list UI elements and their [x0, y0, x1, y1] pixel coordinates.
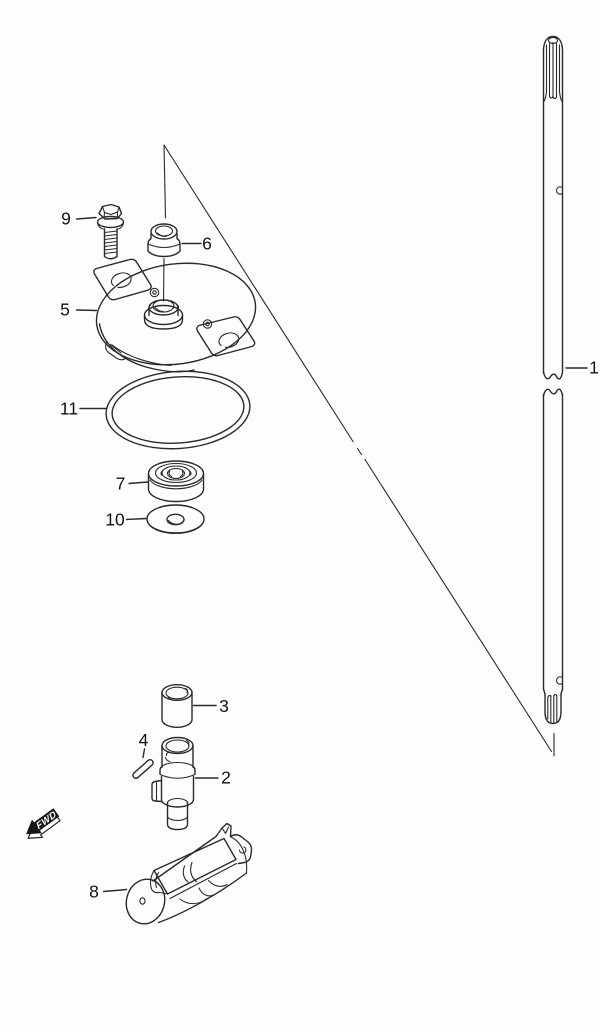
- callout-part-9: 9: [61, 209, 97, 229]
- part-10-washer-drawing: [146, 504, 205, 534]
- part-9-bolt-drawing: [96, 203, 125, 260]
- tab-hole: [218, 332, 240, 348]
- part-4-pin-drawing: [132, 759, 154, 779]
- part-5-plate-drawing: [93, 258, 257, 373]
- part-3-bushing-drawing: [161, 684, 193, 728]
- callout-part-1: 1: [565, 358, 599, 378]
- part-10-label: 10: [105, 510, 125, 530]
- callout-part-3: 3: [192, 696, 229, 716]
- part-4-label: 4: [139, 730, 149, 750]
- callout-part-11: 11: [60, 399, 107, 419]
- rivet-detail: [149, 287, 160, 298]
- part-1-clutch-shaft-drawing: [542, 35, 564, 725]
- callouts: 1 9 6 5 11 7 10 3: [60, 209, 599, 902]
- part-9-label: 9: [61, 209, 71, 229]
- part-2-label: 2: [221, 768, 231, 788]
- rivet-detail: [202, 319, 213, 329]
- part-7-bearing-drawing: [147, 460, 205, 503]
- part-6-label: 6: [202, 234, 212, 254]
- part-11-oring-drawing: [105, 370, 251, 450]
- part-11-label: 11: [60, 399, 78, 419]
- part-5-label: 5: [60, 300, 70, 320]
- part-8-label: 8: [89, 882, 99, 902]
- assembly-alignment-lines: [162, 144, 555, 757]
- callout-part-4: 4: [139, 730, 149, 759]
- callout-part-10: 10: [105, 510, 148, 530]
- callout-part-8: 8: [89, 882, 128, 902]
- callout-part-2: 2: [194, 768, 231, 788]
- shaft-hole-detail: [556, 186, 563, 195]
- callout-part-5: 5: [60, 300, 98, 320]
- fwd-direction-badge: FWD: [26, 808, 61, 839]
- clamp-hole: [139, 897, 146, 905]
- part-6-cap-drawing: [147, 223, 181, 258]
- part-8-clamp-drawing: [125, 822, 253, 925]
- callout-part-6: 6: [181, 234, 212, 254]
- part-1-label: 1: [589, 358, 599, 378]
- part-3-label: 3: [219, 696, 229, 716]
- part-7-label: 7: [116, 474, 126, 494]
- shaft-hole-detail-lower: [556, 676, 563, 685]
- tab-hole: [111, 272, 132, 288]
- fwd-arrow-icon: [26, 808, 60, 835]
- part-2-clutch-rod-drawing: [151, 736, 196, 831]
- callout-part-7: 7: [116, 474, 149, 494]
